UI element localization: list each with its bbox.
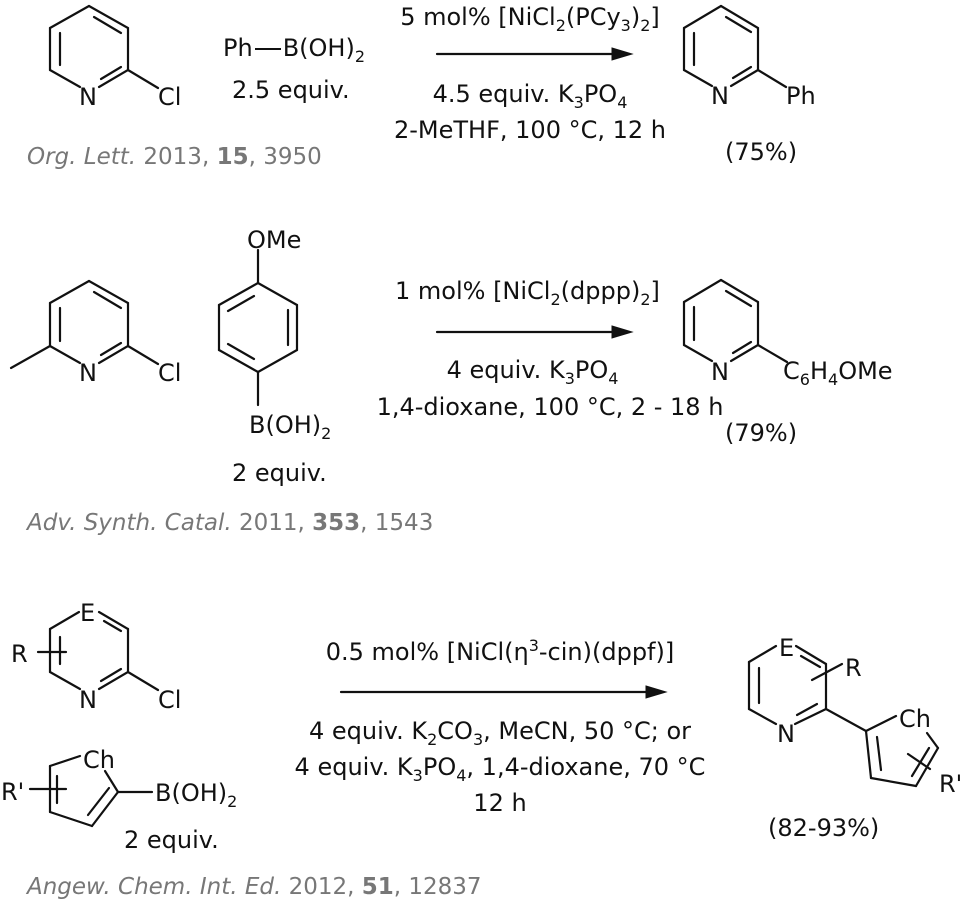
boronic-acid-group: B(OH)2 [249, 411, 332, 443]
yield-label: (75%) [725, 138, 798, 166]
group-ome: OMe [247, 226, 301, 254]
boronic-acid-equiv: 2 equiv. [232, 459, 327, 487]
atom-n: N [777, 720, 795, 748]
atom-ch: Ch [83, 746, 115, 774]
r-group: R [845, 654, 862, 682]
substituent-ph: Ph [786, 82, 816, 110]
base-label: 4 equiv. K3PO4 [446, 356, 619, 388]
reaction-time-label: 12 h [473, 789, 527, 817]
atom-n: N [711, 358, 729, 386]
boronic-acid-group: B(OH)2 [155, 779, 238, 811]
atom-cl: Cl [158, 359, 181, 387]
atom-ch: Ch [899, 705, 931, 733]
solvent-temp-time-label: 2-MeTHF, 100 °C, 12 h [393, 116, 666, 144]
catalyst-label: 0.5 mol% [NiCl(η3-cin)(dppf)] [325, 636, 675, 667]
atom-n: N [711, 82, 729, 110]
atom-cl: Cl [158, 686, 181, 714]
solvent-temp-time-label: 1,4-dioxane, 100 °C, 2 - 18 h [376, 393, 724, 421]
conditions-option-2: 4 equiv. K3PO4, 1,4-dioxane, 70 °C [294, 753, 706, 785]
atom-cl: Cl [158, 83, 181, 111]
conditions-option-1: 4 equiv. K2CO3, MeCN, 50 °C; or [308, 717, 692, 749]
boronic-acid-equiv: 2 equiv. [124, 826, 219, 854]
citation: Angew. Chem. Int. Ed. 2012, 51, 12837 [27, 874, 482, 900]
yield-label: (82-93%) [768, 814, 880, 842]
catalyst-label: 5 mol% [NiCl2(PCy3)2] [400, 3, 660, 35]
atom-e: E [80, 599, 95, 627]
atom-n: N [79, 359, 97, 387]
citation: Org. Lett. 2013, 15, 3950 [27, 144, 322, 170]
atom-n: N [79, 83, 97, 111]
catalyst-label: 1 mol% [NiCl2(dppp)2] [395, 277, 660, 309]
base-label: 4.5 equiv. K3PO4 [432, 80, 628, 112]
r-prime-group: R' [1, 778, 24, 806]
substituent-methoxyphenyl: C6H4OMe [783, 357, 893, 389]
boronic-acid-equiv: 2.5 equiv. [232, 76, 350, 104]
r-group: R [11, 640, 28, 668]
atom-n: N [79, 686, 97, 714]
yield-label: (79%) [725, 419, 798, 447]
atom-e: E [779, 634, 794, 662]
r-prime-group: R' [939, 770, 962, 798]
citation: Adv. Synth. Catal. 2011, 353, 1543 [27, 510, 434, 536]
